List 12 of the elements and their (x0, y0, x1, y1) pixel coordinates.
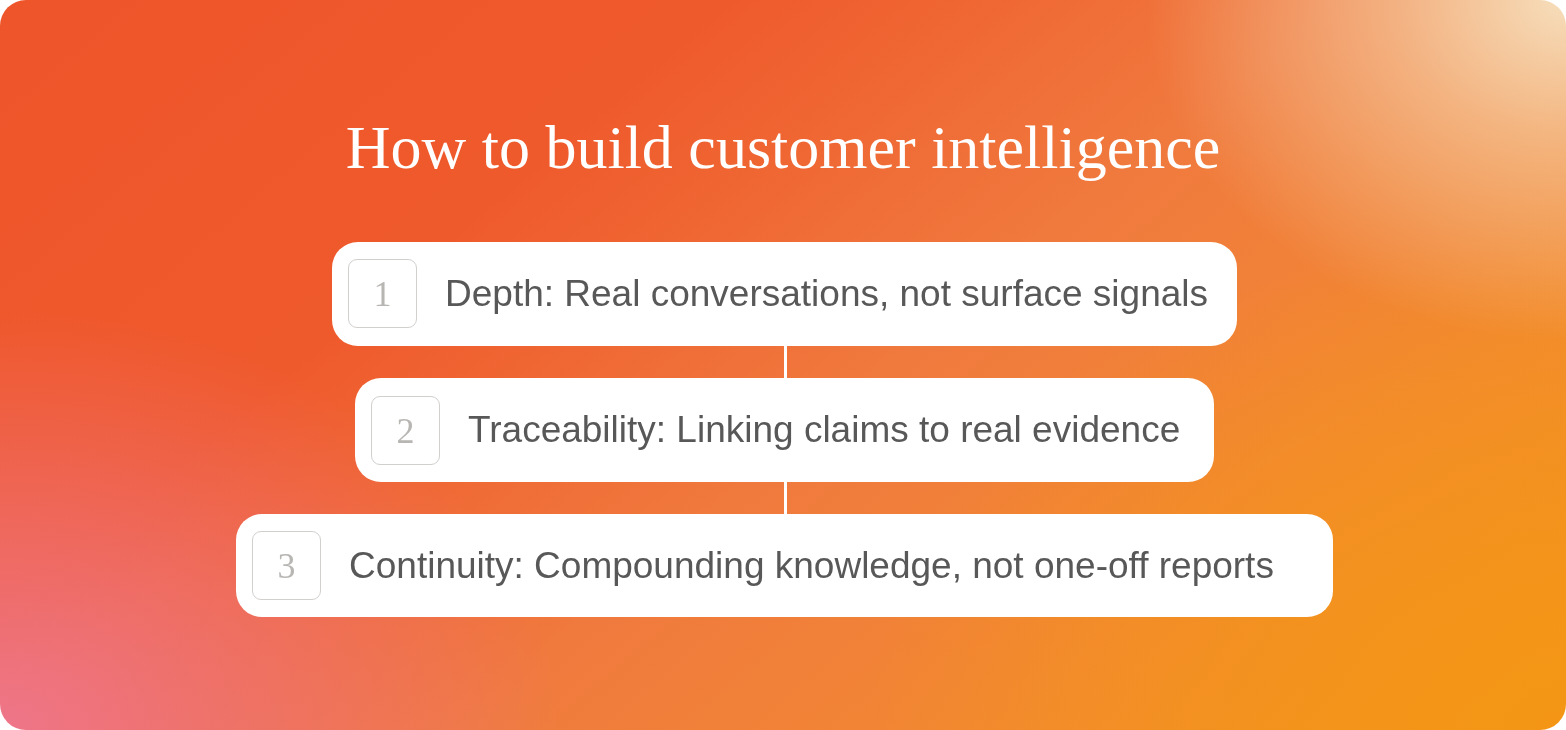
step-card (355, 378, 1214, 482)
step-card (332, 242, 1237, 346)
connector-line (784, 346, 787, 378)
step-number: 2 (371, 396, 440, 465)
step-text: Continuity: Compounding knowledge, not one-off reports (349, 543, 1274, 588)
connector-line (784, 482, 787, 514)
step-card (236, 514, 1333, 617)
step-number: 1 (348, 259, 417, 328)
step-number: 3 (252, 531, 321, 600)
step-text: Traceability: Linking claims to real evidence (468, 408, 1181, 452)
title: How to build customer intelligence (345, 112, 1221, 183)
step-text: Depth: Real conversations, not surface signals (445, 272, 1209, 316)
